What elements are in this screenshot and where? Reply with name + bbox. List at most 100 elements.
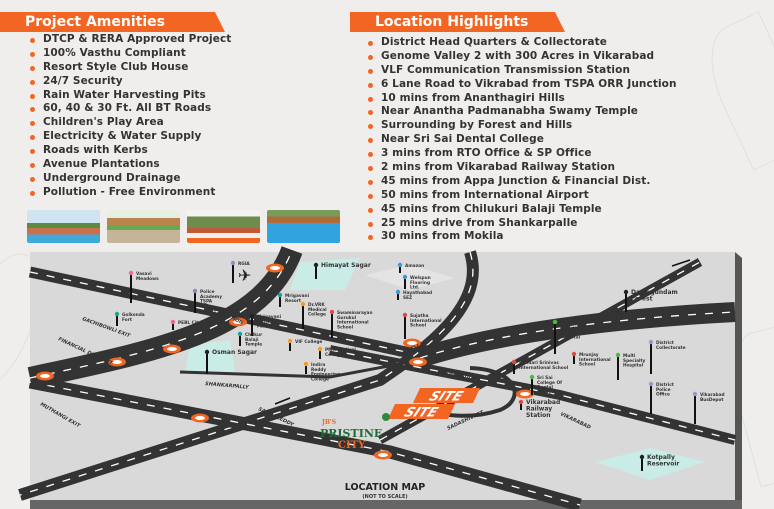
- pin-label: Himayat Sagar: [321, 262, 371, 269]
- brand-logo: JB'S PRISTINE CITY: [320, 413, 390, 451]
- pin-head-icon: [615, 352, 621, 358]
- outer-ring-road-dashes: [29, 249, 293, 379]
- location-highlight-item: 50 mins from International Airport: [368, 189, 677, 203]
- amenity-item: Resort Style Club House: [29, 61, 231, 75]
- location-highlight-item: Genome Valley 2 with 300 Acres in Vikara…: [368, 50, 677, 64]
- amenity-item: 24/7 Security: [29, 75, 231, 89]
- location-highlight-item: 45 mins from Chilukuri Balaji Temple: [368, 203, 677, 217]
- pin-head-icon: [313, 262, 319, 268]
- pin-head-icon: [249, 313, 255, 319]
- osman-sagar-water: [185, 340, 235, 372]
- vikarabad-road: [329, 345, 737, 445]
- junction-marker-center: [407, 341, 417, 345]
- amenity-item: Avenue Plantations: [29, 158, 231, 172]
- shankarpally-road: [179, 360, 411, 379]
- brand-prefix: JB'S: [321, 419, 336, 426]
- pin-label: Amazon: [405, 263, 424, 269]
- pin-head-icon: [511, 359, 517, 365]
- map-pin: Osman Sagar: [204, 349, 257, 374]
- direction-arrow-icon: [671, 259, 691, 267]
- amenities-header: Project Amenities: [0, 12, 225, 32]
- pin-head-icon: [571, 351, 577, 357]
- pin-head-icon: [303, 361, 309, 367]
- pin-head-icon: [648, 381, 654, 387]
- pin-head-icon: [529, 374, 535, 380]
- location-header: Location Highlights: [350, 12, 565, 32]
- junction-marker-center: [40, 374, 50, 378]
- pin-head-icon: [648, 339, 654, 345]
- hayathabad-area: [365, 265, 455, 290]
- pin-label: PEBL City: [178, 320, 201, 326]
- map-pin: RGIA: [230, 260, 250, 283]
- junction-marker-center: [270, 266, 280, 270]
- site-label: SITE: [401, 405, 441, 420]
- junction-marker-center: [520, 392, 530, 396]
- location-highlight-item: 2 mins from Vikarabad Railway Station: [368, 161, 677, 175]
- location-highlight-item: 45 mins from Appa Junction & Financial D…: [368, 175, 677, 189]
- pin-head-icon: [317, 346, 323, 352]
- map-base: [30, 500, 742, 509]
- location-highlight-item: 10 mins from Ananthagiri Hills: [368, 92, 677, 106]
- pin-head-icon: [692, 391, 698, 397]
- airplane-icon: ✈: [238, 266, 251, 285]
- map-title: LOCATION MAP: [345, 482, 426, 493]
- location-highlight-item: 3 mins from RTO Office & SP Office: [368, 147, 677, 161]
- pin-label: Osman Sagar: [212, 349, 257, 356]
- gazebo-photo: [107, 210, 180, 243]
- pin-head-icon: [287, 338, 293, 344]
- clubhouse-photo: [27, 210, 100, 243]
- mumbai-highway-dashes: [29, 381, 581, 506]
- pin-head-icon: [277, 292, 283, 298]
- site-badge: SITE: [388, 404, 455, 420]
- himayat-sagar-water: [290, 258, 360, 290]
- pin-head-icon: [237, 331, 243, 337]
- junction-marker-center: [233, 320, 243, 324]
- junction-marker-center: [167, 347, 177, 351]
- location-highlight-item: District Head Quarters & Collectorate: [368, 36, 677, 50]
- pin-head-icon: [518, 399, 524, 405]
- pin-head-icon: [204, 349, 210, 355]
- amenity-item: Electricity & Water Supply: [29, 130, 231, 144]
- pin-head-icon: [639, 454, 645, 460]
- junction-marker-center: [195, 416, 205, 420]
- road-label: SHANKARPALLY: [205, 381, 250, 391]
- pin-head-icon: [329, 309, 335, 315]
- kotpally-reservoir-water: [596, 448, 705, 480]
- site-label: SITE: [426, 389, 466, 404]
- pin-head-icon: [192, 288, 198, 294]
